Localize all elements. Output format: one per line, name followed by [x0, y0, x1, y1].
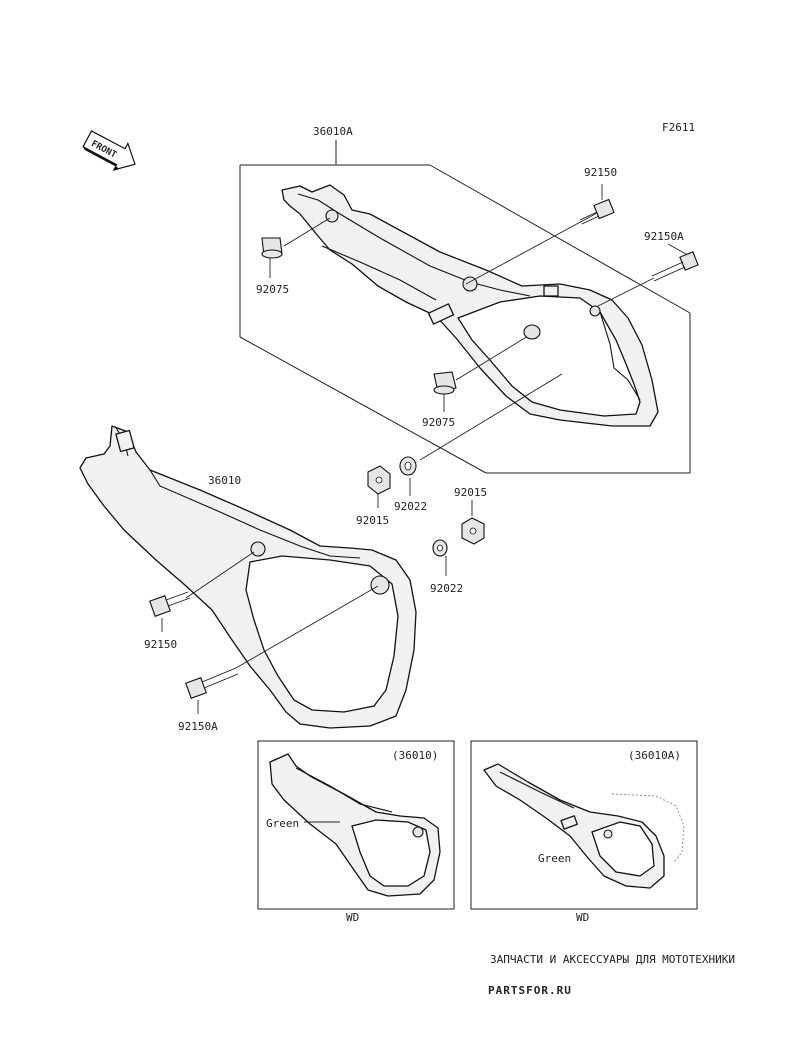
label-92150-bottom: 92150: [144, 638, 177, 651]
grommet-icon-92075-lower: [433, 324, 541, 412]
inset-36010a-model: WD: [576, 911, 589, 924]
label-92015-right: 92015: [454, 486, 487, 499]
watermark-brand: PARTSFOR.RU: [488, 984, 572, 997]
inset-36010-color: Green: [266, 817, 299, 830]
nut-icon-92015-right: [461, 500, 485, 545]
inset-36010: [257, 740, 455, 910]
side-cover-36010: [79, 425, 417, 729]
bolt-icon-92150-bottom: [149, 551, 255, 632]
label-36010: 36010: [208, 474, 241, 487]
grommet-icon-92075-upper: [261, 217, 331, 278]
label-92075-lower: 92075: [422, 416, 455, 429]
label-92022-left: 92022: [394, 500, 427, 513]
side-cover-36010a: [281, 184, 659, 427]
front-arrow-icon: FRONT: [82, 130, 136, 171]
bolt-icon-92150-top: [465, 184, 615, 285]
top-assembly-frame: [239, 140, 691, 474]
bolt-icon-92150a-bottom: [185, 585, 379, 714]
label-92015-left: 92015: [356, 514, 389, 527]
inset-36010a-color: Green: [538, 852, 571, 865]
watermark-tagline: ЗАПЧАСТИ И АКСЕССУАРЫ ДЛЯ МОТОТЕХНИКИ: [490, 953, 735, 966]
label-92150a-bottom: 92150A: [178, 720, 218, 733]
washer-icon-92022-left: [399, 373, 563, 496]
label-92150a-top: 92150A: [644, 230, 684, 243]
inset-36010a: [470, 740, 698, 910]
washer-icon-92022-right: [432, 539, 448, 576]
figure-code: F2611: [662, 121, 695, 134]
nut-icon-92015-left: [367, 465, 391, 508]
label-92022-right: 92022: [430, 582, 463, 595]
label-92150-top: 92150: [584, 166, 617, 179]
inset-36010a-ref: (36010A): [628, 749, 681, 762]
inset-36010-ref: (36010): [392, 749, 438, 762]
inset-36010-model: WD: [346, 911, 359, 924]
label-36010a: 36010A: [313, 125, 353, 138]
label-92075-upper: 92075: [256, 283, 289, 296]
bolt-icon-92150a-top: [597, 243, 699, 307]
